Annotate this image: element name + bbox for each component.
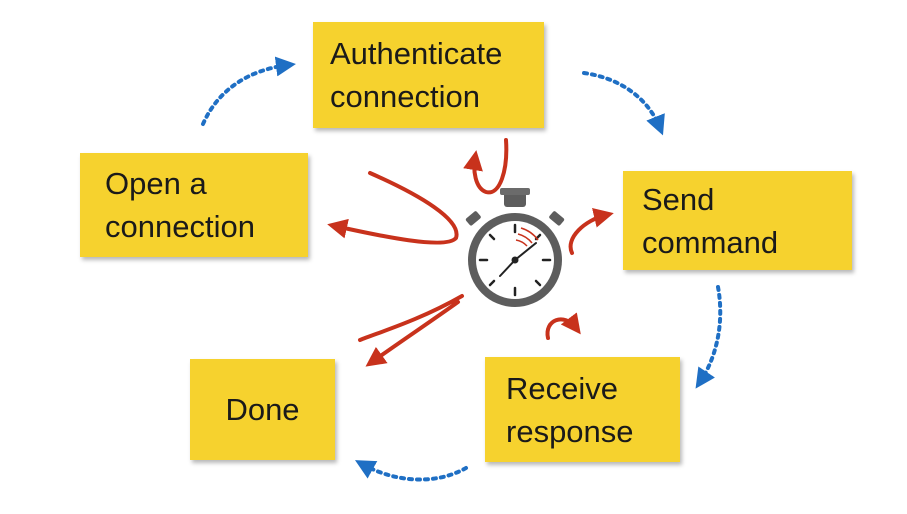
step-open-line1: Open a: [105, 166, 207, 201]
curved-arrow-icon: [545, 312, 581, 340]
curved-arrow-icon: [327, 171, 459, 245]
step-receive-line1: Receive: [506, 370, 618, 406]
step-receive-response: Receive response: [485, 357, 680, 462]
step-open-line2: connection: [105, 209, 255, 244]
step-send-line1: Send: [642, 181, 715, 217]
step-done: Done: [190, 359, 335, 460]
curved-arrow-icon: [360, 294, 464, 362]
step-receive-line2: response: [506, 413, 634, 449]
step-authenticate-line1: Authenticate: [330, 36, 503, 71]
step-send-command: Send command: [623, 171, 852, 270]
step-send-line2: command: [642, 224, 779, 260]
dotted-arrow-icon: [582, 71, 665, 136]
curved-arrow-icon: [568, 208, 614, 255]
dotted-arrow-icon: [201, 56, 296, 126]
step-authenticate-line2: connection: [330, 79, 480, 114]
stopwatch-icon: [465, 188, 565, 307]
step-open-connection: Open a connection: [80, 153, 308, 257]
step-done-label: Done: [225, 392, 300, 427]
step-authenticate-connection: Authenticate connection: [313, 22, 544, 128]
dotted-arrow-icon: [695, 285, 723, 389]
curved-arrow-icon: [463, 138, 509, 195]
dotted-arrow-icon: [355, 460, 468, 482]
